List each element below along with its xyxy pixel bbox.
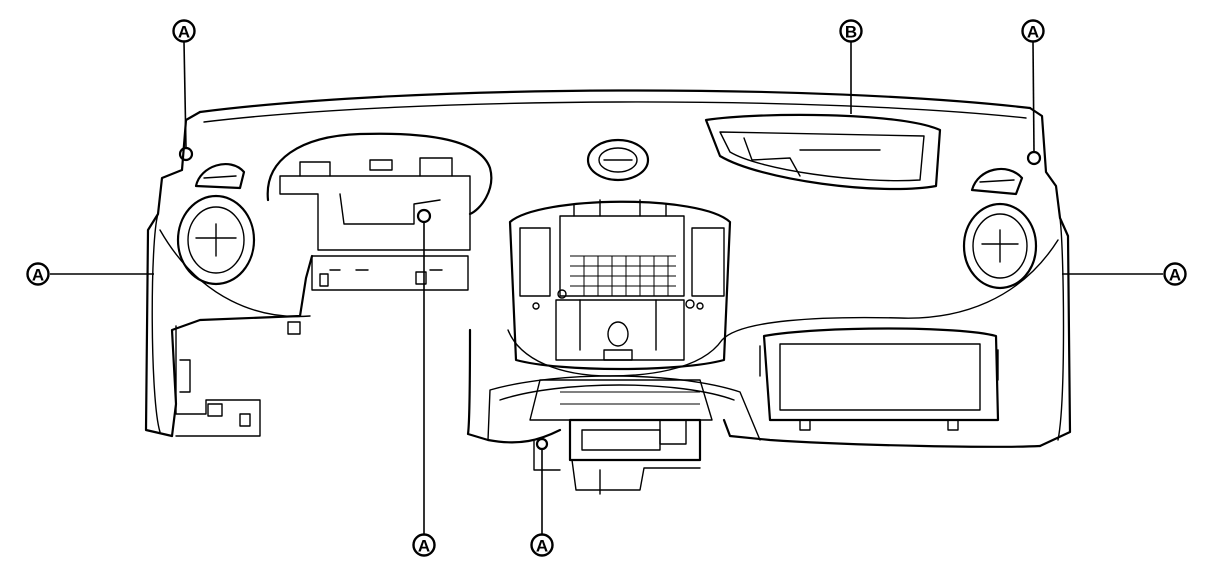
callout-marker — [530, 533, 554, 557]
callout-a-right: A — [1163, 262, 1187, 286]
svg-text:A: A — [1027, 23, 1039, 42]
left-knee-bracket — [175, 321, 301, 437]
svg-text:B: B — [845, 23, 857, 42]
callout-marker — [839, 19, 863, 43]
callout-a-top-left: A — [172, 19, 196, 43]
center-defroster — [586, 138, 650, 182]
instrument-panel-body — [144, 89, 1072, 448]
callout-a-left: A — [26, 262, 50, 286]
callout-marker — [1163, 262, 1187, 286]
left-side-vent — [176, 162, 256, 286]
callout-b-top: B — [839, 19, 863, 43]
clip-point — [535, 437, 549, 451]
center-stack — [508, 199, 732, 371]
clip-point — [178, 146, 194, 162]
svg-text:A: A — [418, 537, 430, 556]
svg-text:A: A — [178, 23, 190, 42]
svg-text:A: A — [32, 266, 44, 285]
callout-a-bottom-lower: A — [530, 533, 554, 557]
meter-cluster-housing — [266, 132, 493, 291]
clip-point — [1026, 150, 1042, 166]
svg-text:A: A — [1169, 266, 1181, 285]
callout-marker — [1021, 19, 1045, 43]
lower-center-bracket — [529, 379, 713, 495]
callout-marker — [26, 262, 50, 286]
callout-marker — [172, 19, 196, 43]
svg-text:A: A — [536, 537, 548, 556]
callout-a-top-right: A — [1021, 19, 1045, 43]
lower-glove-box — [759, 327, 1000, 431]
callout-marker — [412, 533, 436, 557]
callout-a-bottom-center: A — [412, 533, 436, 557]
right-side-vent — [962, 168, 1038, 290]
clip-point — [416, 208, 432, 224]
upper-glove-box — [704, 113, 942, 191]
leader-lines — [50, 41, 1163, 534]
